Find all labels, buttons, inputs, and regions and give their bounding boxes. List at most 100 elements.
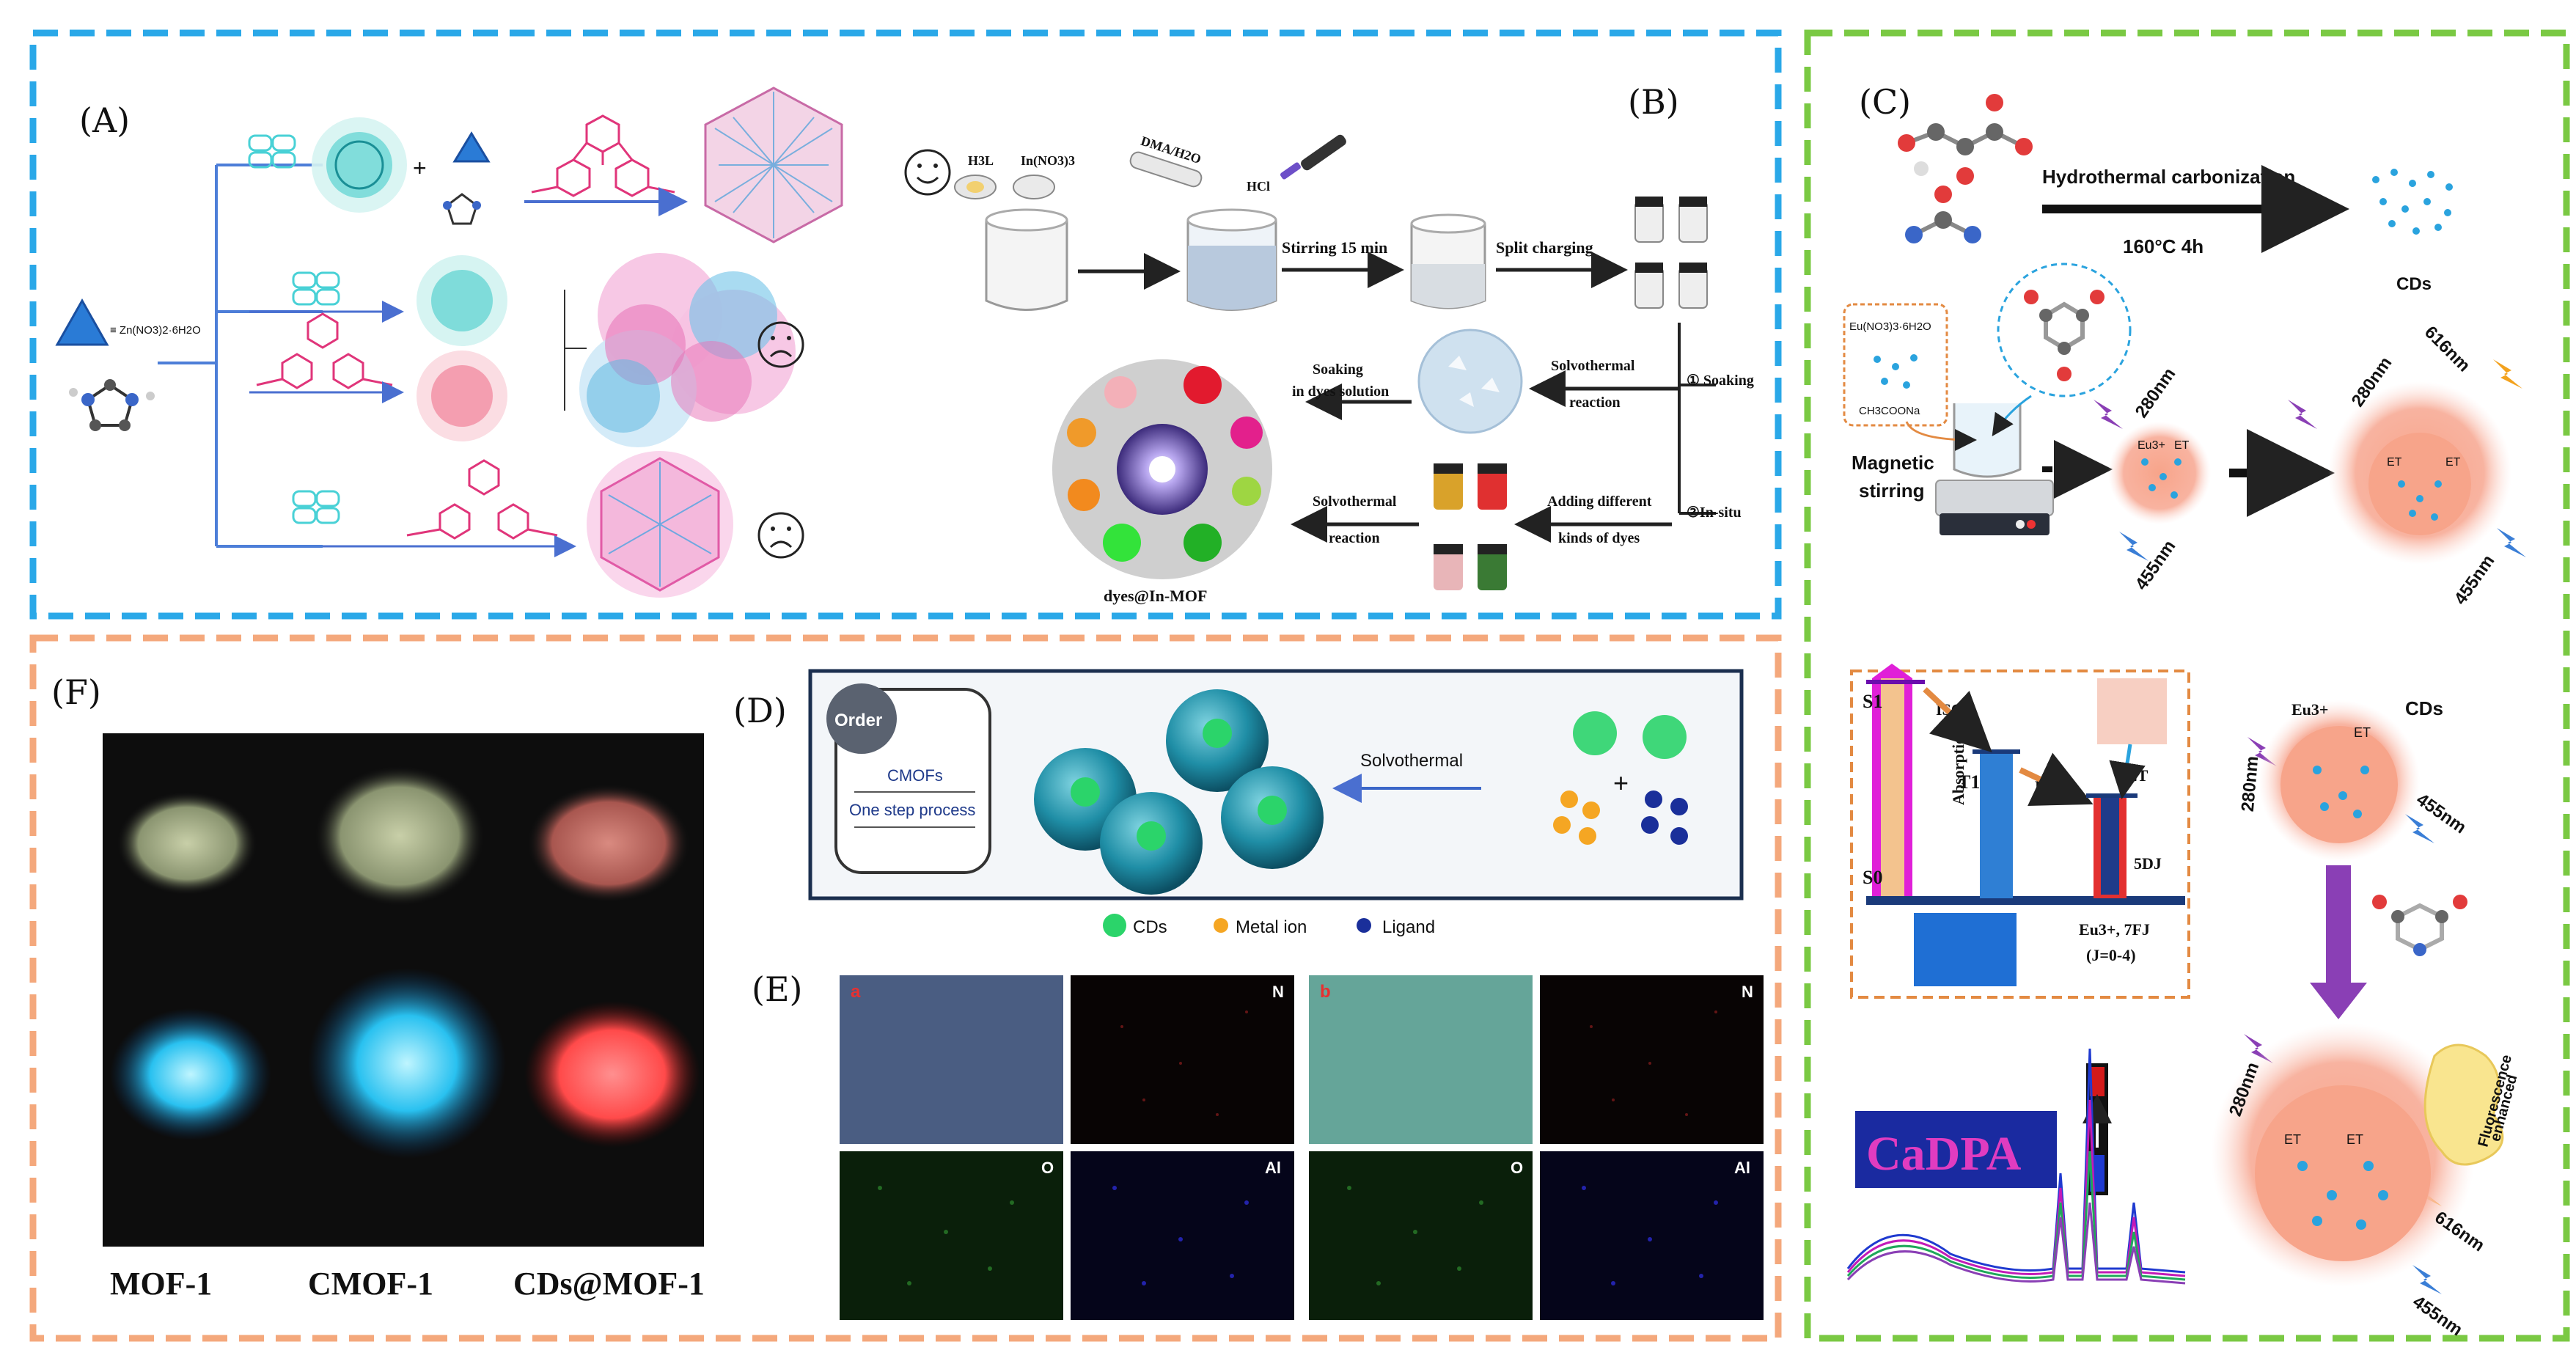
text-glyph: + xyxy=(1613,768,1629,798)
text-panels-b-solvo2_line1: Solvothermal xyxy=(1313,494,1397,510)
text-panels-c-et: ET xyxy=(2346,1132,2363,1147)
frame-ab xyxy=(29,29,1782,620)
panel-a: (A) ≡ Zn(NO3)2·6H2O + xyxy=(55,81,951,598)
text-panels-c-temp: 160°C 4h xyxy=(2123,235,2203,257)
panel-c: (C) Hydrothermal carbonization 160°C 4h … xyxy=(1843,82,2526,1340)
text-panels-e-maps-4: O xyxy=(1041,1159,1054,1177)
text-panels-f-samples-1: CMOF-1 xyxy=(308,1266,433,1302)
text-panels-c-s0: S0 xyxy=(1863,867,1882,888)
text-panels-f-samples-2: CDs@MOF-1 xyxy=(513,1266,705,1302)
beaker-stirred xyxy=(1410,213,1486,309)
ligand-molecule xyxy=(2024,290,2105,381)
text-panels-d-order: Order xyxy=(834,711,882,730)
dpa-molecule xyxy=(2372,895,2467,956)
text-panels-b-stirring: Stirring 15 min xyxy=(1282,238,1387,257)
panel-a-label: (A) xyxy=(79,100,130,140)
cmof-spheres xyxy=(1034,689,1324,895)
sad-face-icon xyxy=(757,321,804,368)
text-panels-c-magnetic1: Magnetic xyxy=(1852,452,1934,474)
text-panels-c-eu_salt: Eu(NO3)3·6H2O xyxy=(1849,320,1931,333)
frame-def xyxy=(29,634,1782,1342)
panel-c-label: (C) xyxy=(1859,82,1911,122)
text-panels-b-adding_line2: kinds of dyes xyxy=(1558,530,1640,546)
text-panels-c-et: ET xyxy=(2127,766,2148,785)
citric-acid-molecule xyxy=(1898,94,2033,185)
panel-e: (E) a N xyxy=(752,969,1764,1320)
panel-b: (B) H3L In(NO3)3 DMA/H2O HCl Stirring 15… xyxy=(954,82,1754,605)
panel-f-label: (F) xyxy=(51,672,101,712)
eds-map-grid xyxy=(840,975,1764,1320)
text-panels-c-cadpa: CaDPA xyxy=(1866,1127,2022,1181)
text-panels-b-product: dyes@In-MOF xyxy=(1104,587,1207,605)
text-panels-b-split: Split charging xyxy=(1496,238,1593,257)
text-panels-c-et: ET xyxy=(2354,725,2371,740)
text-panels-c-hydro: Hydrothermal carbonization xyxy=(2042,166,2295,188)
dyes-in-mof-wheel xyxy=(1052,359,1272,579)
text-panels-c-nm455: 455nm xyxy=(2451,551,2499,609)
text-panels-c-et: ET xyxy=(2387,456,2402,469)
text-panels-c-nm455: 455nm xyxy=(2132,537,2180,594)
text-panels-b-soak_line2: in dyes solution xyxy=(1292,384,1389,400)
panel-d-label: (D) xyxy=(733,691,787,730)
text-panels-c-nm455: 455nm xyxy=(2409,1292,2466,1340)
vials-grid xyxy=(1634,197,1708,309)
text-panels-c-nm280: 280nm xyxy=(2238,755,2263,812)
text-panels-e-maps-0: a xyxy=(851,982,861,1002)
text-panels-c-acetate: CH3COONa xyxy=(1859,405,1920,417)
text-panels-c-eu_level2: (J=0-4) xyxy=(2086,946,2136,964)
panel-d: (D) Order CMOFs One step process Solvoth… xyxy=(733,669,1744,937)
text-panels-b-reagents-3: HCl xyxy=(1247,179,1270,194)
magnetic-stirrer xyxy=(1935,403,2054,535)
text-panels-e-maps-3: N xyxy=(1742,983,1753,1001)
text-panels-c-d5: 5DJ xyxy=(2134,854,2162,873)
text-panels-c-nm280: 280nm xyxy=(2132,364,2180,422)
text-panels-b-reagents-1: In(NO3)3 xyxy=(1021,153,1075,169)
zn-formula: ≡ Zn(NO3)2·6H2O xyxy=(110,324,201,337)
panel-b-label: (B) xyxy=(1628,82,1679,122)
text-panels-d-cmofs: CMOFs xyxy=(887,766,943,785)
text-panels-c-nm616: 616nm xyxy=(2421,323,2474,376)
crystal-dish xyxy=(1417,329,1523,434)
text-panels-b-insitu_step: ②In-situ xyxy=(1687,505,1742,521)
beaker-solution xyxy=(1186,208,1277,311)
emission-spectrum xyxy=(1846,1048,2186,1285)
text-panels-b-solvo1_line1: Solvothermal xyxy=(1551,358,1635,374)
text-panels-e-maps-6: O xyxy=(1511,1159,1523,1177)
text-panels-c-eu3: Eu3+ xyxy=(2138,439,2165,452)
panel-e-label: (E) xyxy=(752,969,802,1009)
text-panels-b-solvo2_line2: reaction xyxy=(1329,530,1380,546)
text-panels-b-reagents-0: H3L xyxy=(968,153,994,168)
text-panels-d-legend-1: Metal ion xyxy=(1236,917,1307,937)
text-panels-c-cds: CDs xyxy=(2396,274,2432,294)
text-glyph: + xyxy=(413,155,427,181)
text-panels-c-absorption: Absorption xyxy=(1949,727,1967,805)
zn-triangle-icon xyxy=(55,298,109,346)
text-panels-c-eu_level1: Eu3+, 7FJ xyxy=(2079,920,2150,939)
text-panels-c-nm455: 455nm xyxy=(2412,790,2470,838)
text-panels-b-adding_line1: Adding different xyxy=(1547,494,1652,510)
text-panels-c-et: ET xyxy=(2284,1132,2301,1147)
dye-vials xyxy=(1434,463,1507,590)
reagent-icons xyxy=(954,134,1346,199)
urea-molecule xyxy=(1905,186,1981,243)
frame-c xyxy=(1804,29,2570,1342)
text-panels-e-maps-7: Al xyxy=(1734,1159,1750,1177)
text-panels-c-magnetic2: stirring xyxy=(1859,480,1925,502)
cds-dots xyxy=(2372,169,2453,235)
text-panels-c-et: ET xyxy=(2174,439,2190,452)
text-panels-d-legend-2: Ligand xyxy=(1382,917,1435,937)
smile-face-icon xyxy=(904,149,951,196)
panel-f: (F) MOF-1 CMOF-1 CDs@MOF-1 xyxy=(51,672,705,1302)
text-panels-c-eu3: Eu3+ xyxy=(2291,700,2328,719)
text-panels-c-et: ET xyxy=(2445,456,2461,469)
text-panels-b-soaking_step: ① Soaking xyxy=(1687,373,1754,389)
text-panels-d-one_step: One step process xyxy=(849,801,975,819)
text-panels-f-samples-0: MOF-1 xyxy=(110,1266,212,1302)
text-panels-e-maps-2: b xyxy=(1320,982,1331,1002)
text-panels-c-t1: T1 xyxy=(1958,771,1980,793)
text-panels-e-maps-1: N xyxy=(1272,983,1284,1001)
imidazole-icon xyxy=(69,379,155,431)
text-panels-c-s1: S1 xyxy=(1863,691,1882,712)
beaker-empty xyxy=(985,208,1068,311)
